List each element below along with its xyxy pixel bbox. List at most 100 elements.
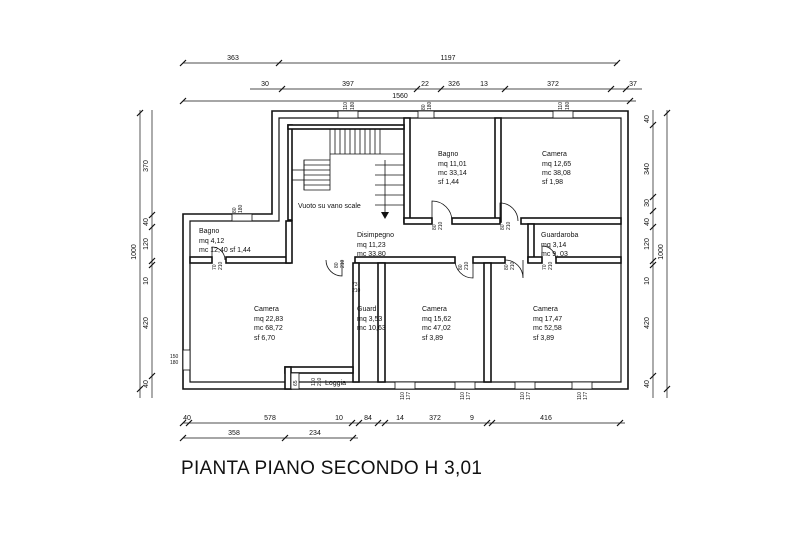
svg-text:sf 1,44: sf 1,44 bbox=[438, 179, 459, 186]
svg-text:70: 70 bbox=[542, 264, 548, 270]
svg-text:mc 9, 03: mc 9, 03 bbox=[541, 251, 568, 258]
svg-text:210: 210 bbox=[352, 288, 361, 294]
svg-text:80: 80 bbox=[232, 207, 238, 213]
svg-text:180: 180 bbox=[565, 101, 571, 110]
svg-text:mq 15,62: mq 15,62 bbox=[422, 316, 451, 323]
svg-text:150: 150 bbox=[170, 354, 179, 360]
svg-text:210: 210 bbox=[510, 261, 516, 270]
svg-text:mq 12,65: mq 12,65 bbox=[542, 161, 571, 168]
svg-text:sf 3,89: sf 3,89 bbox=[422, 335, 443, 342]
svg-text:110: 110 bbox=[343, 102, 349, 110]
svg-text:180: 180 bbox=[350, 101, 356, 110]
dim-bottom-14: 14 bbox=[396, 415, 404, 422]
svg-text:210: 210 bbox=[548, 261, 554, 270]
dim-bottom-40: 40 bbox=[183, 415, 191, 422]
dim-right-40: 40 bbox=[644, 115, 651, 123]
dim-right-40b: 40 bbox=[644, 218, 651, 226]
dim-right-340: 340 bbox=[644, 163, 651, 175]
room-bagno-left: Bagno mq 4,12 mc 12,40 sf 1,44 bbox=[199, 228, 251, 254]
svg-text:73: 73 bbox=[352, 282, 358, 288]
svg-text:210: 210 bbox=[317, 377, 323, 386]
room-guard: Guard mq 3,53 mc 10,63 bbox=[357, 306, 386, 332]
dim-left-1000: 1000 bbox=[131, 244, 138, 260]
svg-text:180: 180 bbox=[427, 101, 433, 110]
svg-text:80: 80 bbox=[500, 224, 506, 230]
door-swing-icon bbox=[454, 259, 474, 279]
staircase: Vuoto su vano scale bbox=[292, 129, 404, 219]
svg-text:mc 47,02: mc 47,02 bbox=[422, 325, 451, 332]
room-camera-mid: Camera mq 15,62 mc 47,02 sf 3,89 bbox=[422, 306, 451, 342]
room-camera-left: Camera mq 22,83 mc 68,72 sf 6,70 bbox=[254, 306, 283, 342]
dim-top-326: 326 bbox=[448, 81, 460, 88]
room-bagno-top: Bagno mq 11,01 mc 33,14 sf 1,44 bbox=[438, 151, 467, 186]
svg-text:mq 3,14: mq 3,14 bbox=[541, 242, 566, 249]
room-name: Bagno bbox=[438, 151, 458, 158]
dim-top-397: 397 bbox=[342, 81, 354, 88]
svg-text:sf 3,89: sf 3,89 bbox=[533, 335, 554, 342]
room-camera-top: Camera mq 12,65 mc 38,08 sf 1,98 bbox=[542, 151, 571, 186]
svg-text:210: 210 bbox=[218, 261, 224, 270]
svg-text:mc 12,40 sf 1,44: mc 12,40 sf 1,44 bbox=[199, 247, 251, 254]
svg-text:80: 80 bbox=[334, 262, 340, 268]
dim-bottom-578: 578 bbox=[264, 415, 276, 422]
dim-left-40: 40 bbox=[143, 218, 150, 226]
room-name: Camera bbox=[542, 151, 567, 158]
right-dimensions: 40 340 30 40 120 10 420 40 1000 bbox=[644, 109, 671, 398]
room-name: Camera bbox=[422, 306, 447, 313]
windows: 110 180 80 180 110 180 80 180 150 180 11… bbox=[170, 101, 593, 400]
door-swing-icon bbox=[325, 259, 343, 277]
svg-text:110: 110 bbox=[311, 378, 317, 386]
svg-text:210: 210 bbox=[438, 221, 444, 230]
dim-right-30: 30 bbox=[644, 199, 651, 207]
dim-right-40c: 40 bbox=[644, 380, 651, 388]
svg-text:110: 110 bbox=[520, 392, 526, 400]
dim-left-10: 10 bbox=[143, 277, 150, 285]
svg-text:mq 11,23: mq 11,23 bbox=[357, 242, 386, 249]
door-swing-icon bbox=[211, 246, 226, 261]
svg-text:sf 6,70: sf 6,70 bbox=[254, 335, 275, 342]
room-camera-right: Camera mq 17,47 mc 52,58 sf 3,89 bbox=[533, 306, 562, 342]
dim-right-120: 120 bbox=[644, 238, 651, 250]
svg-text:80: 80 bbox=[458, 264, 464, 270]
plan-title: PIANTA PIANO SECONDO H 3,01 bbox=[181, 458, 482, 479]
svg-text:mc 38,08: mc 38,08 bbox=[542, 170, 571, 177]
dim-top-37: 37 bbox=[629, 81, 637, 88]
dim-bottom-9: 9 bbox=[470, 415, 474, 422]
svg-text:65: 65 bbox=[293, 380, 299, 386]
svg-text:177: 177 bbox=[466, 391, 472, 400]
dim-right-420: 420 bbox=[644, 317, 651, 329]
dim-top-1560: 1560 bbox=[392, 93, 408, 100]
dim-top-22: 22 bbox=[421, 81, 429, 88]
svg-text:mq 4,12: mq 4,12 bbox=[199, 238, 224, 245]
svg-text:mq 17,47: mq 17,47 bbox=[533, 316, 562, 323]
svg-text:mq 22,83: mq 22,83 bbox=[254, 316, 283, 323]
door-swing-icon bbox=[541, 245, 557, 261]
room-disimpegno: Disimpegno mq 11,23 mc 33,80 bbox=[357, 232, 394, 258]
dim-bottom-372: 372 bbox=[429, 415, 441, 422]
dim-left-40b: 40 bbox=[143, 380, 150, 388]
svg-text:210: 210 bbox=[464, 261, 470, 270]
dim-top-1197: 1197 bbox=[440, 55, 455, 62]
dim-bottom-416: 416 bbox=[540, 415, 552, 422]
svg-text:80: 80 bbox=[432, 224, 438, 230]
dim-bottom-10: 10 bbox=[335, 415, 343, 422]
door-swing-icon bbox=[431, 200, 453, 222]
room-name: Disimpegno bbox=[357, 232, 394, 239]
dim-bottom-358: 358 bbox=[228, 430, 240, 437]
room-name: Camera bbox=[254, 306, 279, 313]
svg-text:mc 52,58: mc 52,58 bbox=[533, 325, 562, 332]
dim-top-363: 363 bbox=[227, 55, 239, 62]
svg-text:177: 177 bbox=[526, 391, 532, 400]
top-dimensions: 363 1197 30 397 22 326 13 372 37 1560 bbox=[179, 55, 642, 105]
svg-text:210: 210 bbox=[506, 221, 512, 230]
svg-text:70: 70 bbox=[212, 264, 218, 270]
svg-text:sf 1,98: sf 1,98 bbox=[542, 179, 563, 186]
svg-text:mc 10,63: mc 10,63 bbox=[357, 325, 386, 332]
svg-text:mc 68,72: mc 68,72 bbox=[254, 325, 283, 332]
svg-text:mq 3,53: mq 3,53 bbox=[357, 316, 382, 323]
svg-text:180: 180 bbox=[170, 360, 179, 366]
svg-text:110: 110 bbox=[577, 392, 583, 400]
svg-text:mq 11,01: mq 11,01 bbox=[438, 161, 467, 168]
left-dimensions: 1000 370 40 120 10 420 40 bbox=[131, 109, 156, 398]
